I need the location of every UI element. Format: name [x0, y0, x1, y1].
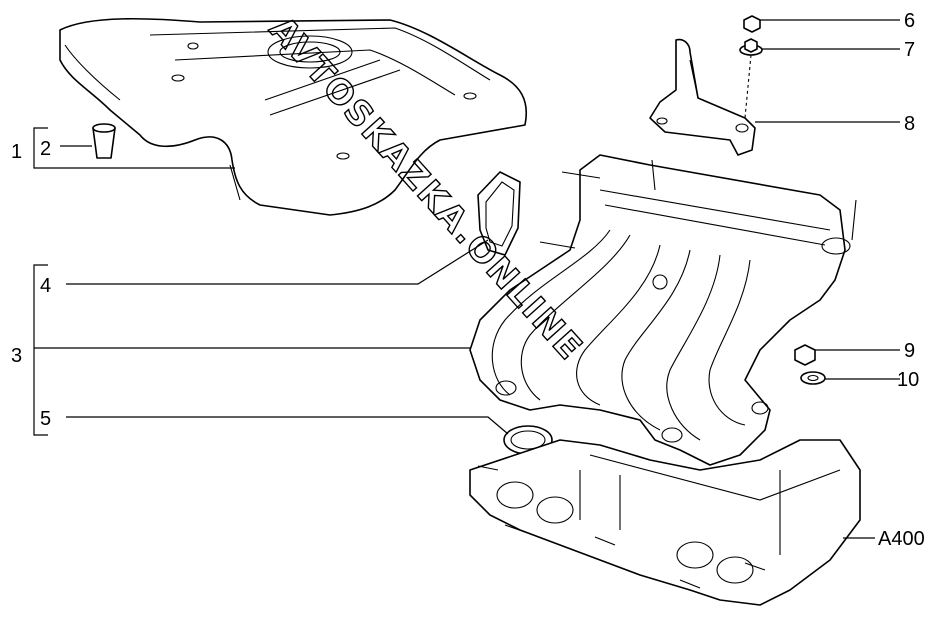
- washer-nut-7: [739, 38, 763, 56]
- intake-manifold: [469, 154, 857, 466]
- label-6: 6: [904, 10, 915, 32]
- nut-9: [794, 344, 816, 366]
- washer-10: [800, 371, 826, 385]
- label-10: 10: [897, 369, 919, 391]
- engine-cover: [59, 17, 527, 216]
- bracket: [649, 38, 756, 156]
- rubber-plug: [92, 123, 116, 159]
- nut-6: [743, 15, 761, 33]
- label-7: 7: [904, 39, 915, 61]
- label-5: 5: [40, 408, 51, 430]
- leader-lines: [33, 19, 900, 539]
- label-9: 9: [904, 340, 915, 362]
- label-3: 3: [11, 345, 22, 367]
- label-a400: A400: [878, 528, 925, 550]
- label-2: 2: [40, 138, 51, 160]
- lower-manifold: [469, 439, 861, 606]
- label-1: 1: [11, 141, 22, 163]
- label-8: 8: [904, 113, 915, 135]
- label-4: 4: [40, 275, 51, 297]
- throttle-gasket: [477, 171, 521, 256]
